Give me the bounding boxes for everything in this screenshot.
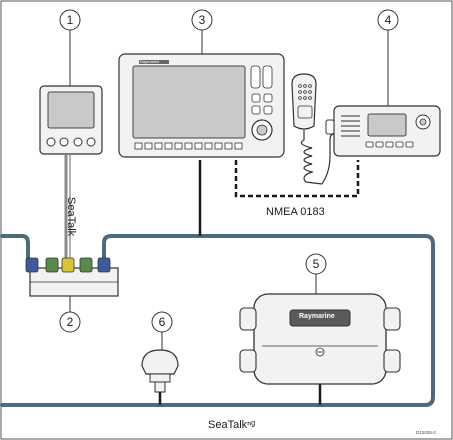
vhf-radio [325,105,441,157]
antenna-sensor [141,349,179,393]
callout-5: 5 [312,257,320,271]
display-brand-label: Raymarine [140,59,160,64]
multifunction-display [118,53,285,158]
seatalk-cable [64,155,71,262]
instrument-display [39,85,103,155]
seatalk-ng-label: SeaTalkⁿᵍ [208,419,256,431]
callout-6: 6 [158,315,166,329]
callout-markers [59,9,399,350]
processing-module [239,293,401,385]
seatalk-ng-backbone [0,234,435,407]
callout-4: 4 [384,13,392,27]
nmea0183-link [234,160,360,198]
seatalk-label: SeaTalk [65,197,77,237]
figure-id: D12026-2 [416,430,436,435]
callout-1: 1 [66,13,74,27]
module-brand-label: Raymarine [299,313,335,320]
vhf-handset [291,73,335,185]
device-spur-cables [158,160,322,405]
converter-block [25,257,119,297]
callout-2: 2 [66,315,74,329]
nmea0183-label: NMEA 0183 [266,206,325,218]
callout-3: 3 [198,13,206,27]
